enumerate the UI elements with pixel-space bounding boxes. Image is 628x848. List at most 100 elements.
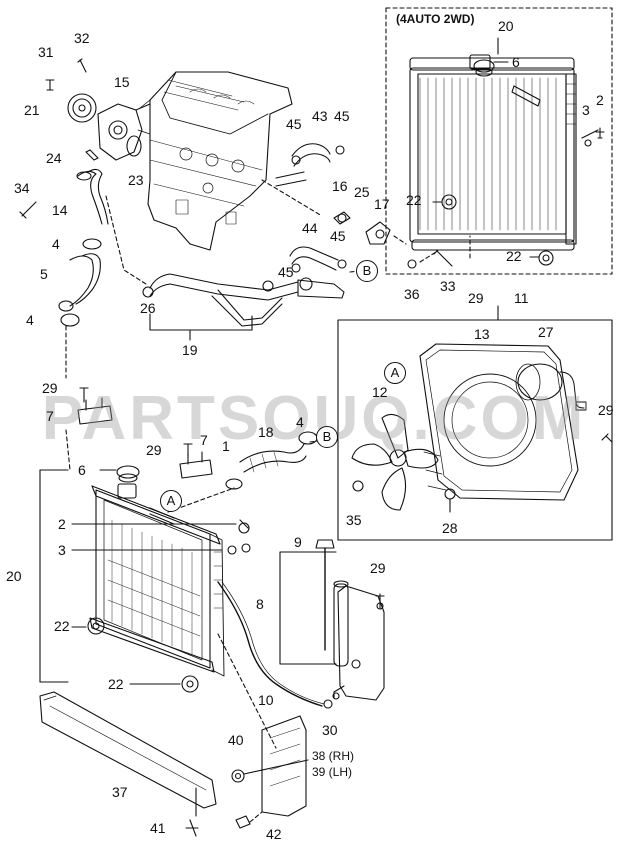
callout-22-main-lower: 22	[108, 676, 124, 692]
fan-shroud	[419, 343, 579, 501]
bolt-31	[45, 79, 55, 91]
hose-44	[289, 246, 339, 271]
bolt-34	[19, 201, 37, 219]
callout-20-inset: 20	[498, 18, 514, 34]
callout-44: 44	[302, 220, 318, 236]
nut-35	[352, 480, 364, 492]
bolt-29-tank	[375, 593, 385, 609]
callout-39-lh: 39 (LH)	[312, 765, 353, 779]
callout-29-fan-right: 29	[598, 402, 614, 418]
callout-6-main: 6	[78, 462, 86, 478]
callout-35: 35	[346, 512, 362, 528]
callout-40: 40	[228, 732, 244, 748]
callout-45-top-left: 45	[286, 116, 302, 132]
callout-6-inset: 6	[512, 54, 520, 70]
callout-4-mid: 4	[296, 414, 304, 430]
clip-40	[231, 769, 245, 783]
hose-43	[291, 143, 331, 167]
ref-circle-b-engine: B	[356, 260, 378, 282]
clamp-4-upper	[82, 238, 102, 250]
callout-29-fan-top: 29	[468, 290, 484, 306]
clamp-4-lower	[60, 313, 80, 327]
callout-36: 36	[404, 286, 420, 302]
callout-27: 27	[538, 324, 554, 340]
callout-43: 43	[312, 108, 328, 124]
callout-3-inset: 3	[582, 102, 590, 118]
inset-radiator	[409, 54, 577, 251]
ref-circle-b-hose: B	[316, 426, 338, 448]
callout-14: 14	[52, 202, 68, 218]
callout-5: 5	[40, 266, 48, 282]
water-pump-pulley	[67, 93, 97, 123]
callout-26: 26	[140, 300, 156, 316]
callout-45-low: 45	[278, 264, 294, 280]
callout-12: 12	[372, 384, 388, 400]
callout-7-mid: 7	[200, 432, 208, 448]
leader-38-39	[243, 759, 309, 775]
inset-radiator-cap	[473, 59, 495, 73]
callout-11: 11	[514, 290, 529, 306]
callout-42: 42	[266, 826, 282, 842]
callout-41: 41	[150, 820, 166, 836]
bracket-20-main	[39, 469, 69, 683]
callout-4-lower: 4	[26, 312, 34, 328]
callout-4-upper: 4	[52, 236, 60, 252]
callout-28: 28	[442, 520, 458, 536]
bracket-7-mid	[179, 459, 213, 479]
callout-29-left: 29	[42, 380, 58, 396]
callout-22-main-upper: 22	[54, 618, 70, 634]
callout-34: 34	[14, 180, 30, 196]
radiator-cap-main	[116, 465, 140, 479]
clip-24	[85, 149, 99, 161]
hose-10	[217, 581, 323, 707]
cushion-22-upper	[87, 617, 105, 635]
inset-cushion-bottom	[538, 250, 554, 266]
coolant-reservoir	[333, 580, 385, 701]
ref-circle-a-fan: A	[384, 362, 406, 384]
callout-9: 9	[294, 534, 302, 550]
fitting-17	[365, 221, 391, 245]
callout-25: 25	[354, 184, 370, 200]
bolt-32	[77, 58, 87, 73]
callout-31: 31	[38, 44, 54, 60]
nut-36	[407, 259, 417, 269]
ref-circle-a-radiator: A	[160, 490, 182, 512]
inset-frame	[385, 7, 613, 275]
bracket-7-left	[77, 405, 113, 425]
callout-13: 13	[474, 326, 490, 342]
callout-23: 23	[128, 172, 144, 188]
thermostat-housing	[97, 103, 151, 161]
callout-22-inset-top: 22	[406, 192, 422, 208]
clamp-1	[225, 478, 243, 490]
bracket-8	[279, 551, 337, 665]
callout-33: 33	[440, 278, 456, 294]
hose-18	[239, 443, 307, 473]
callout-3-main: 3	[58, 542, 66, 558]
callout-8: 8	[256, 596, 264, 612]
bolt-33	[433, 249, 453, 267]
hose-5	[69, 253, 101, 307]
callout-15: 15	[114, 74, 130, 90]
inset-title: (4AUTO 2WD)	[396, 12, 475, 26]
cushion-22-lower	[181, 675, 199, 693]
water-pipe-19	[142, 273, 345, 327]
callout-32: 32	[74, 30, 90, 46]
callout-22-inset-bottom: 22	[506, 248, 522, 264]
air-guide	[261, 715, 307, 817]
clamp-4-mid	[298, 431, 318, 445]
gasket-23	[126, 135, 142, 157]
radiator-main	[89, 483, 225, 677]
engine-block	[137, 71, 293, 251]
callout-29-tank: 29	[370, 560, 386, 576]
callout-29-mid: 29	[146, 442, 162, 458]
cap-9	[315, 539, 335, 549]
callout-1: 1	[222, 438, 230, 454]
lower-cover-37	[39, 691, 217, 809]
callout-2-main: 2	[58, 516, 66, 532]
bolt-41	[185, 819, 199, 837]
callout-30: 30	[322, 722, 338, 738]
callout-45-top-right: 45	[334, 108, 350, 124]
callout-19: 19	[182, 342, 198, 358]
inset-bolt-2	[595, 127, 605, 139]
